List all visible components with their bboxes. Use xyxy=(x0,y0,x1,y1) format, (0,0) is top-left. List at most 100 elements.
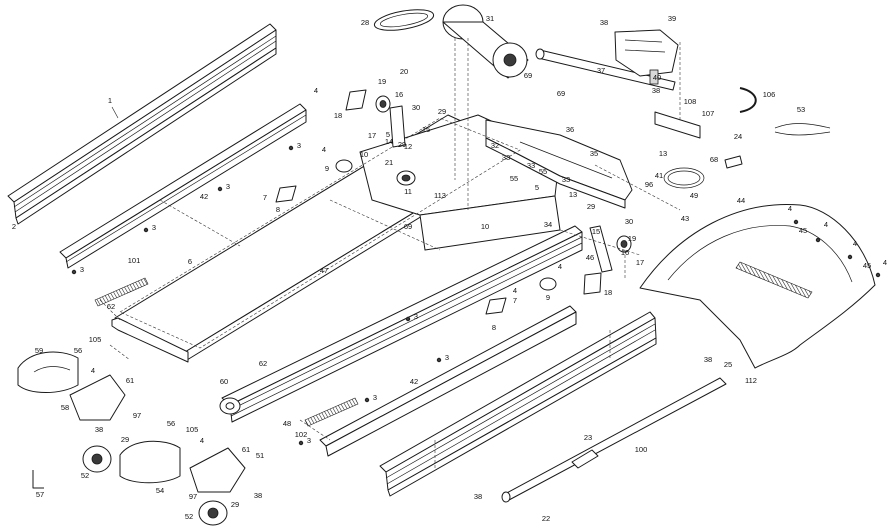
callout-43: 43 xyxy=(681,214,689,223)
callout-2: 2 xyxy=(12,222,16,231)
callout-54: 54 xyxy=(156,486,164,495)
rail-channel-right xyxy=(319,305,577,457)
callout-16: 16 xyxy=(621,248,629,257)
callout-97: 97 xyxy=(189,492,197,501)
callout-4: 4 xyxy=(314,86,318,95)
power-cord xyxy=(663,155,743,189)
callout-59: 59 xyxy=(35,346,43,355)
callout-22: 22 xyxy=(542,514,550,523)
rear-foot-right xyxy=(189,447,246,526)
callout-8: 8 xyxy=(276,205,280,214)
callout-105: 105 xyxy=(89,335,102,344)
callout-45: 45 xyxy=(863,261,871,270)
callout-44: 44 xyxy=(737,196,745,205)
callout-105: 105 xyxy=(186,425,199,434)
callout-55: 55 xyxy=(510,174,518,183)
callout-40: 40 xyxy=(653,73,661,82)
callout-3: 3 xyxy=(226,182,230,191)
callout-52: 52 xyxy=(185,512,193,521)
callout-58: 58 xyxy=(61,403,69,412)
callout-112: 112 xyxy=(745,376,757,385)
incline-motor xyxy=(614,29,679,85)
callout-28: 28 xyxy=(361,18,369,27)
callout-51: 51 xyxy=(256,451,264,460)
callout-15: 15 xyxy=(592,227,600,236)
callout-56: 56 xyxy=(167,419,175,428)
callout-38: 38 xyxy=(704,355,712,364)
callout-13: 13 xyxy=(659,149,667,158)
callout-39: 39 xyxy=(668,14,676,23)
callout-69: 69 xyxy=(524,71,532,80)
rail-channel-left xyxy=(59,103,307,269)
callout-29: 29 xyxy=(587,202,595,211)
pulleys xyxy=(335,95,632,291)
callout-47: 47 xyxy=(320,266,328,275)
callout-108: 108 xyxy=(684,97,697,106)
callout-38: 38 xyxy=(95,425,103,434)
callout-24: 24 xyxy=(734,132,742,141)
callout-107: 107 xyxy=(702,109,715,118)
callout-42: 42 xyxy=(410,377,418,386)
callout-31: 31 xyxy=(486,14,494,23)
callout-32: 32 xyxy=(491,141,499,150)
callout-21: 21 xyxy=(385,158,393,167)
callout-4: 4 xyxy=(200,436,204,445)
front-roller xyxy=(535,48,701,139)
callout-5: 5 xyxy=(535,183,539,192)
callout-4: 4 xyxy=(853,239,857,248)
callout-6: 6 xyxy=(188,257,192,266)
callout-56: 56 xyxy=(74,346,82,355)
callout-3: 3 xyxy=(373,393,377,402)
callout-3: 3 xyxy=(80,265,84,274)
mounting-brackets xyxy=(275,89,602,315)
callout-36: 36 xyxy=(566,125,574,134)
callout-34: 34 xyxy=(544,220,552,229)
hex-key xyxy=(32,470,44,489)
callout-62: 62 xyxy=(107,302,115,311)
callout-3: 3 xyxy=(445,353,449,362)
callout-102: 102 xyxy=(295,430,308,439)
callout-9: 9 xyxy=(546,293,550,302)
callout-46: 46 xyxy=(586,253,594,262)
callout-3: 3 xyxy=(307,436,311,445)
callout-30: 30 xyxy=(412,103,420,112)
callout-19: 19 xyxy=(378,77,386,86)
callout-4: 4 xyxy=(824,220,828,229)
callout-11: 11 xyxy=(404,187,412,196)
running-deck xyxy=(119,117,521,349)
callout-38: 38 xyxy=(652,86,660,95)
callout-13: 13 xyxy=(569,190,577,199)
rear-roller xyxy=(501,377,727,503)
callout-42: 42 xyxy=(200,192,208,201)
callout-48: 48 xyxy=(283,419,291,428)
callout-9: 9 xyxy=(325,164,329,173)
callout-38: 38 xyxy=(474,492,482,501)
callout-37: 37 xyxy=(597,66,605,75)
callout-4: 4 xyxy=(91,366,95,375)
callout-38: 38 xyxy=(600,18,608,27)
callout-101: 101 xyxy=(128,256,141,265)
callout-61: 61 xyxy=(126,376,134,385)
motor-cover-upright xyxy=(485,119,633,209)
callout-14: 14 xyxy=(385,137,393,146)
callout-69: 69 xyxy=(557,89,565,98)
callout-29: 29 xyxy=(438,107,446,116)
callout-60: 60 xyxy=(220,377,228,386)
callout-49: 49 xyxy=(690,191,698,200)
callout-23: 23 xyxy=(584,433,592,442)
callout-12: 12 xyxy=(404,142,412,151)
motor-hood xyxy=(639,203,876,369)
drive-belt xyxy=(373,9,435,31)
callout-17: 17 xyxy=(368,131,376,140)
wire-harness xyxy=(739,87,831,136)
callout-17: 17 xyxy=(636,258,644,267)
side-rail-bottom-right xyxy=(379,311,657,497)
screws xyxy=(71,145,881,446)
callout-69: 69 xyxy=(404,222,412,231)
callout-62: 62 xyxy=(259,359,267,368)
callout-10: 10 xyxy=(360,150,368,159)
callout-5: 5 xyxy=(386,130,390,139)
callout-7: 7 xyxy=(513,296,517,305)
assembly-guide-lines xyxy=(99,42,681,470)
